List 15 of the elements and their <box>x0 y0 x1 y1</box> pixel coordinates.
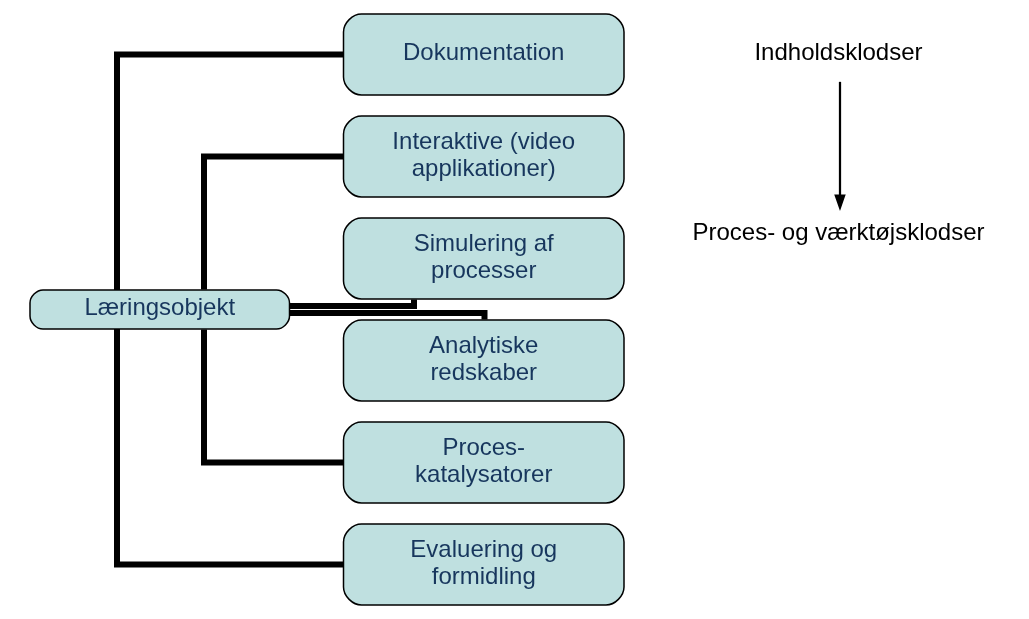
connector <box>201 153 344 290</box>
node-box: Interaktive (video applikationer) <box>342 115 625 198</box>
node-box: Evaluering og formidling <box>342 523 625 606</box>
label: Proces- og værktøjsklodser <box>692 218 985 246</box>
node-box: Læringsobjekt <box>29 289 291 330</box>
connector <box>289 299 417 309</box>
node-box: Analytiske redskaber <box>342 319 625 402</box>
node-box: Proces- katalysatorer <box>342 421 625 504</box>
label: Indholdsklodser <box>754 38 923 66</box>
connector <box>114 51 343 290</box>
connector <box>201 329 344 466</box>
node-box: Dokumentation <box>342 13 625 96</box>
connector <box>114 329 343 568</box>
node-box: Simulering af processer <box>342 217 625 300</box>
connector <box>289 310 488 320</box>
